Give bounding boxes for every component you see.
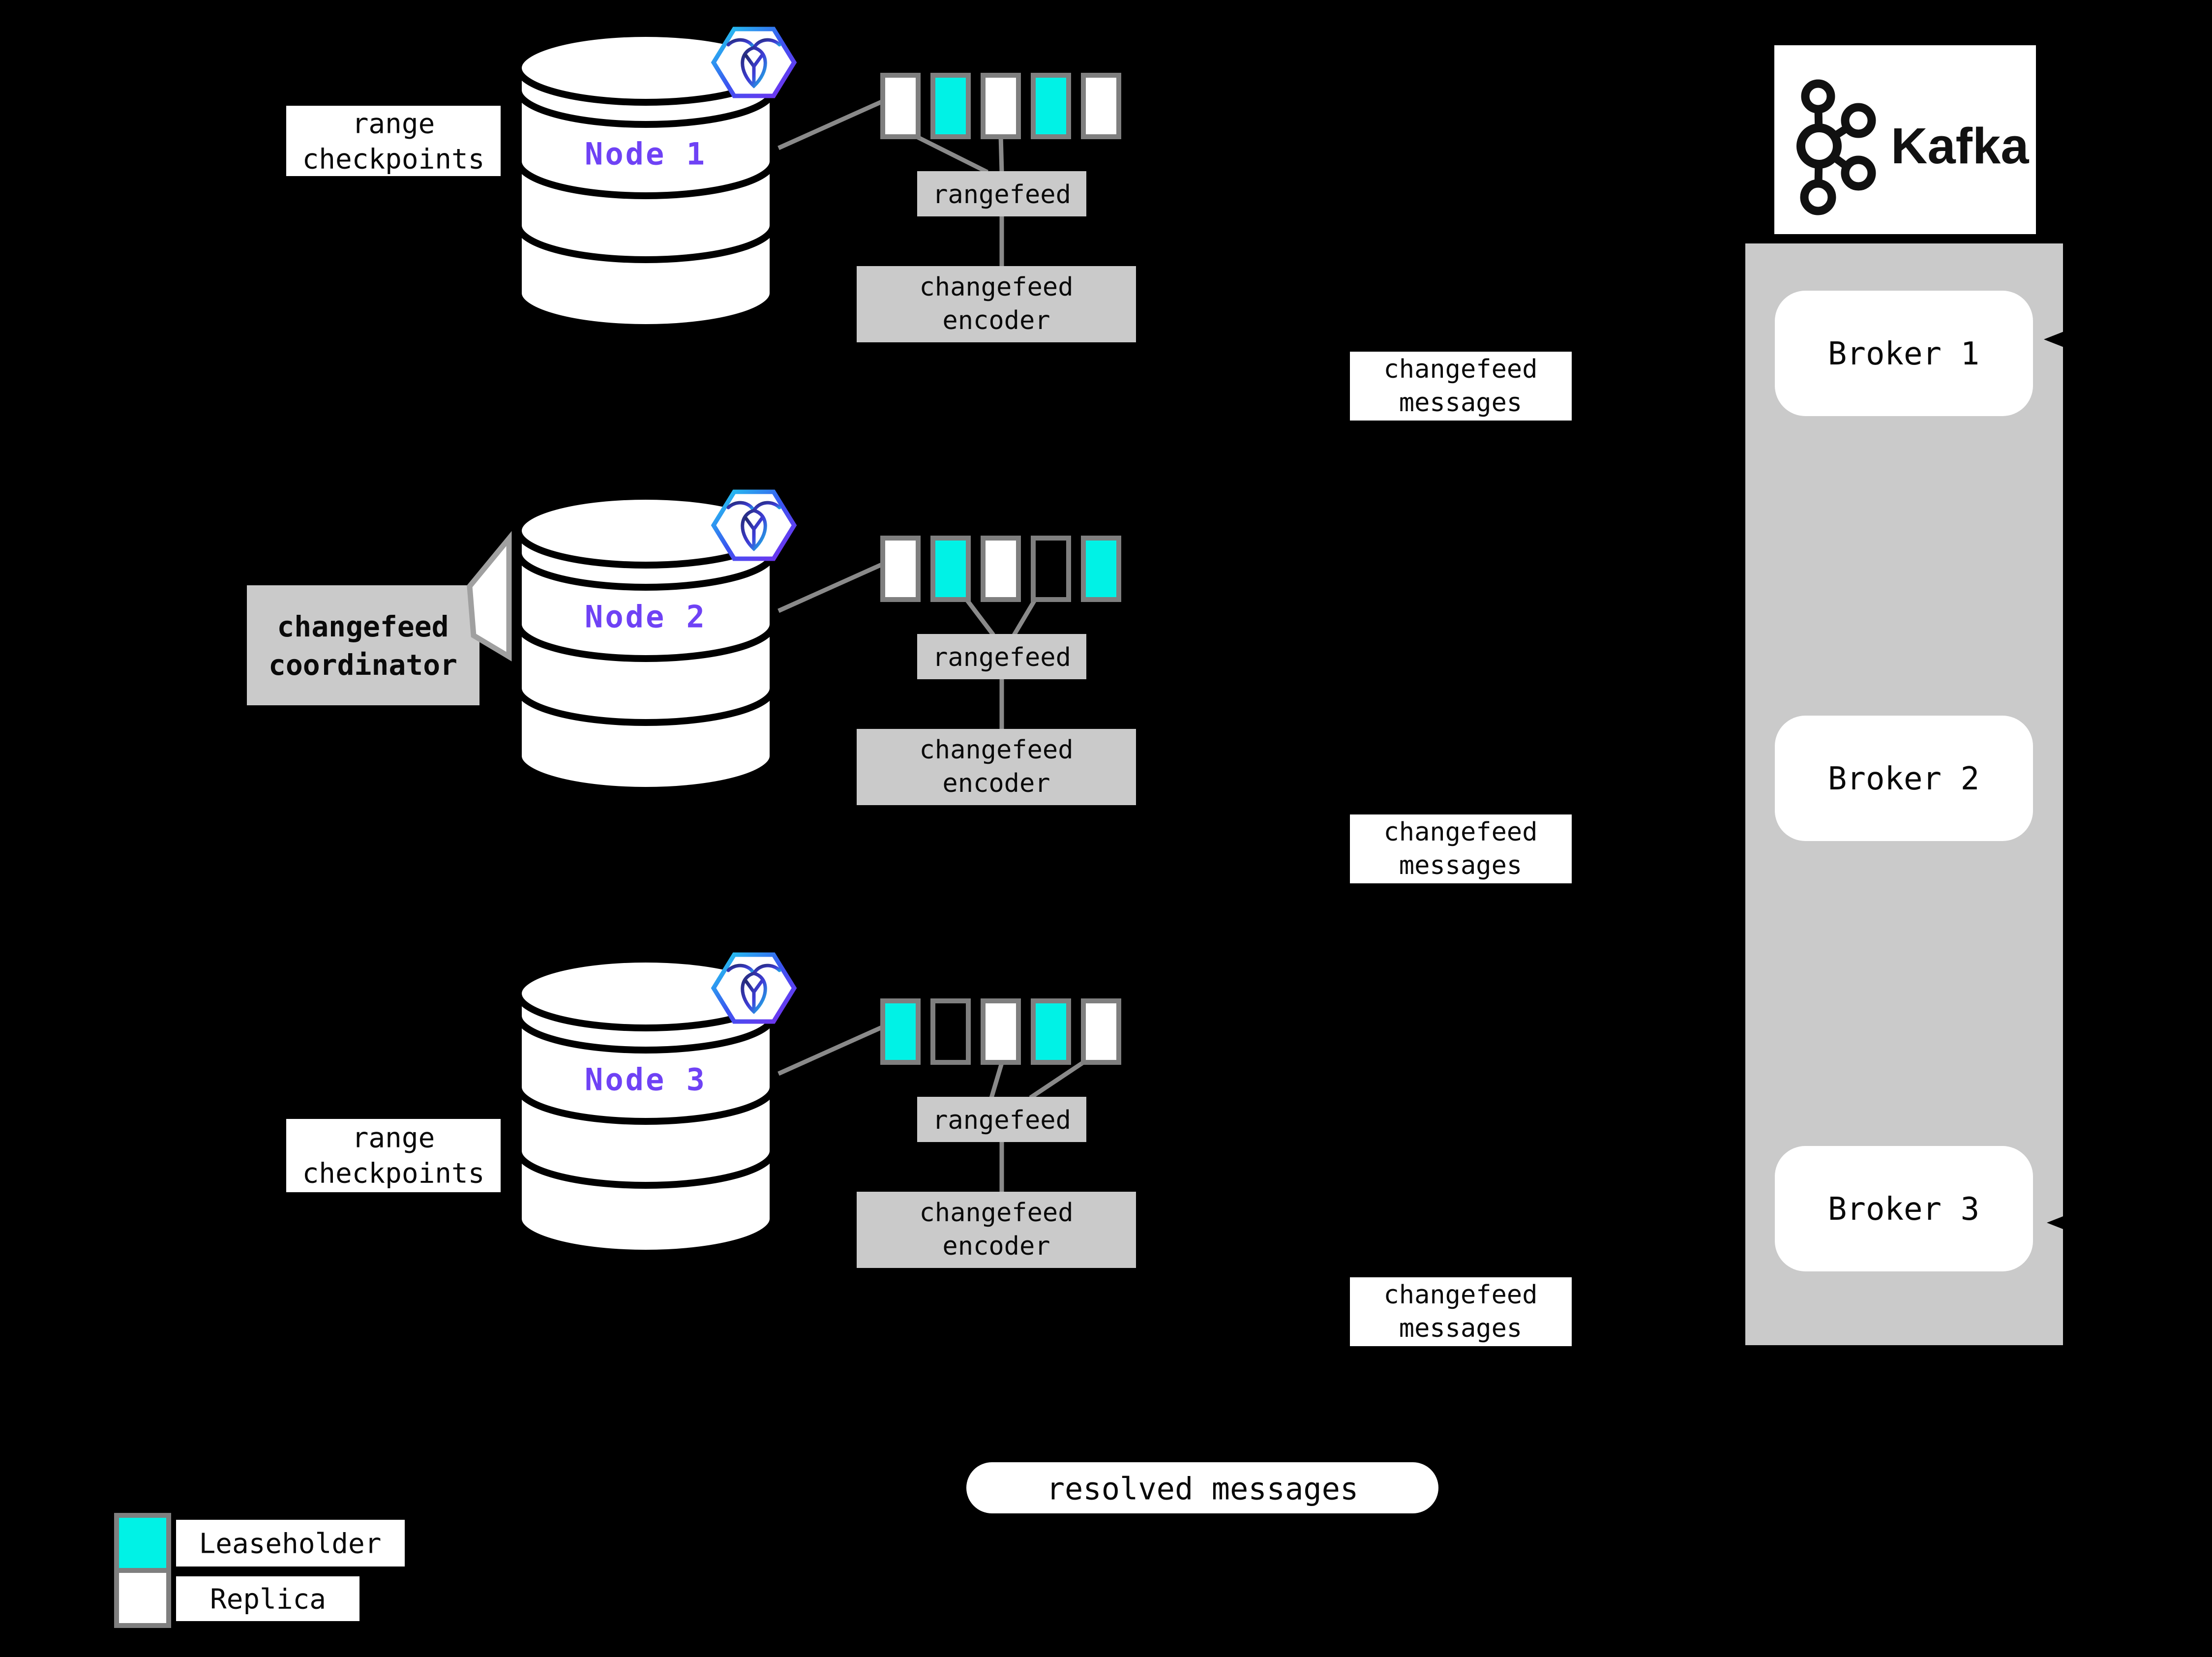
rangefeed-label: rangefeed <box>932 180 1071 210</box>
range-box <box>930 536 971 602</box>
legend-label-box <box>176 1520 405 1567</box>
encoder-label-line2: encoder <box>942 1232 1050 1261</box>
resolved-messages-pill <box>966 1462 1438 1513</box>
resolved-messages-group: resolved messages <box>966 1462 1438 1513</box>
messages-label-line1: changefeed <box>1383 355 1537 384</box>
encoder-label-line2: encoder <box>942 769 1050 798</box>
kafka-title: Kafka <box>1891 118 2029 174</box>
rangefeed-box <box>917 1097 1086 1142</box>
broker-box <box>1775 716 2033 841</box>
broker-box <box>1775 291 2033 416</box>
coordinator-label-line2: coordinator <box>269 648 457 682</box>
kafka-logo-icon <box>1796 79 1876 215</box>
cylinder-to-ranges-line <box>777 561 885 613</box>
node-label: Node 1 <box>585 136 707 172</box>
rangefeed-label: rangefeed <box>932 1106 1071 1135</box>
encoder-label-line1: changefeed <box>919 1198 1073 1228</box>
rangefeed-box <box>917 634 1086 679</box>
rangefeed-label: rangefeed <box>932 643 1071 672</box>
range-to-rangefeed-line <box>989 1060 1005 1099</box>
changefeed-coordinator-box <box>247 585 479 705</box>
range-box <box>981 998 1021 1065</box>
coordinator-label-line1: changefeed <box>277 610 448 643</box>
resolved-messages-label: resolved messages <box>1046 1471 1359 1507</box>
node-3-group: Node 3 rangefeed changefeed encoder chan… <box>518 955 1572 1346</box>
coordinator-pointer-flag <box>467 531 512 662</box>
messages-label-line2: messages <box>1399 1314 1522 1343</box>
messages-label-line1: changefeed <box>1383 1280 1537 1310</box>
rangefeed-box <box>917 171 1086 216</box>
cockroachdb-logo-icon <box>714 29 794 96</box>
broker-1-arrowhead <box>2044 329 2071 350</box>
range-checkpoints-line2: checkpoints <box>302 1158 485 1190</box>
kafka-group: Kafka Broker 1 Broker 2 Broker 3 <box>1745 45 2074 1345</box>
encoder-label-line2: encoder <box>942 306 1050 335</box>
range-checkpoints-label-top: range checkpoints <box>286 106 501 176</box>
broker-label: Broker 2 <box>1828 761 1979 797</box>
range-box <box>880 998 921 1065</box>
node-label: Node 2 <box>585 599 707 635</box>
range-box <box>1031 536 1071 602</box>
range-box <box>930 998 971 1065</box>
legend-label-leaseholder: Leaseholder <box>199 1528 382 1560</box>
changefeed-messages-label-box <box>1350 1277 1572 1346</box>
broker-box <box>1775 1146 2033 1271</box>
broker-label: Broker 3 <box>1828 1191 1979 1228</box>
node-label: Node 3 <box>585 1062 707 1098</box>
range-to-rangefeed-line <box>1012 597 1038 636</box>
broker-3-arrowhead <box>2047 1212 2074 1234</box>
legend-label-replica: Replica <box>210 1584 326 1616</box>
cylinder-to-ranges-line <box>777 98 885 151</box>
range-box <box>880 536 921 602</box>
range-box <box>981 536 1021 602</box>
messages-label-line2: messages <box>1399 851 1522 880</box>
range-to-rangefeed-line <box>964 597 995 636</box>
changefeed-messages-label-box <box>1350 814 1572 883</box>
messages-label-line2: messages <box>1399 388 1522 418</box>
range-to-rangefeed-line <box>913 133 989 175</box>
range-checkpoints-label-bottom: range checkpoints <box>286 1119 501 1192</box>
node-2-group: Node 2 rangefeed changefeed encoder chan… <box>518 492 1572 883</box>
coordinator-arrowhead <box>231 629 250 642</box>
encoder-label-line1: changefeed <box>919 735 1073 765</box>
changefeed-encoder-box <box>857 729 1136 805</box>
range-to-rangefeed-line <box>998 135 1004 173</box>
range-box <box>981 73 1021 139</box>
range-checkpoints-line1: range <box>352 108 435 140</box>
messages-label-line1: changefeed <box>1383 817 1537 847</box>
range-box <box>1081 998 1121 1065</box>
range-box <box>880 73 921 139</box>
range-box <box>1081 73 1121 139</box>
cylinder-to-ranges-line <box>777 1024 885 1076</box>
node-1-group: Node 1 rangefeed changefeed encoder chan… <box>518 29 1572 421</box>
range-box <box>1031 73 1071 139</box>
range-box <box>1031 998 1071 1065</box>
changefeed-encoder-box <box>857 1192 1136 1268</box>
range-checkpoints-line2: checkpoints <box>302 144 485 176</box>
broker-label: Broker 1 <box>1828 336 1979 372</box>
changefeed-coordinator-group: changefeed coordinator <box>231 531 512 705</box>
legend-label-box <box>176 1576 359 1621</box>
changefeed-encoder-box <box>857 266 1136 342</box>
range-to-rangefeed-line <box>1029 1059 1086 1100</box>
changefeed-messages-label-box <box>1350 352 1572 421</box>
cockroachdb-logo-icon <box>714 492 794 559</box>
range-box <box>1081 536 1121 602</box>
legend-swatch-leaseholder <box>114 1513 171 1573</box>
legend-group: Leaseholder Replica <box>114 1513 405 1628</box>
range-box <box>930 73 971 139</box>
range-checkpoints-line1: range <box>352 1122 435 1154</box>
legend-swatch-replica <box>114 1568 171 1628</box>
encoder-label-line1: changefeed <box>919 272 1073 302</box>
cockroachdb-logo-icon <box>714 955 794 1022</box>
